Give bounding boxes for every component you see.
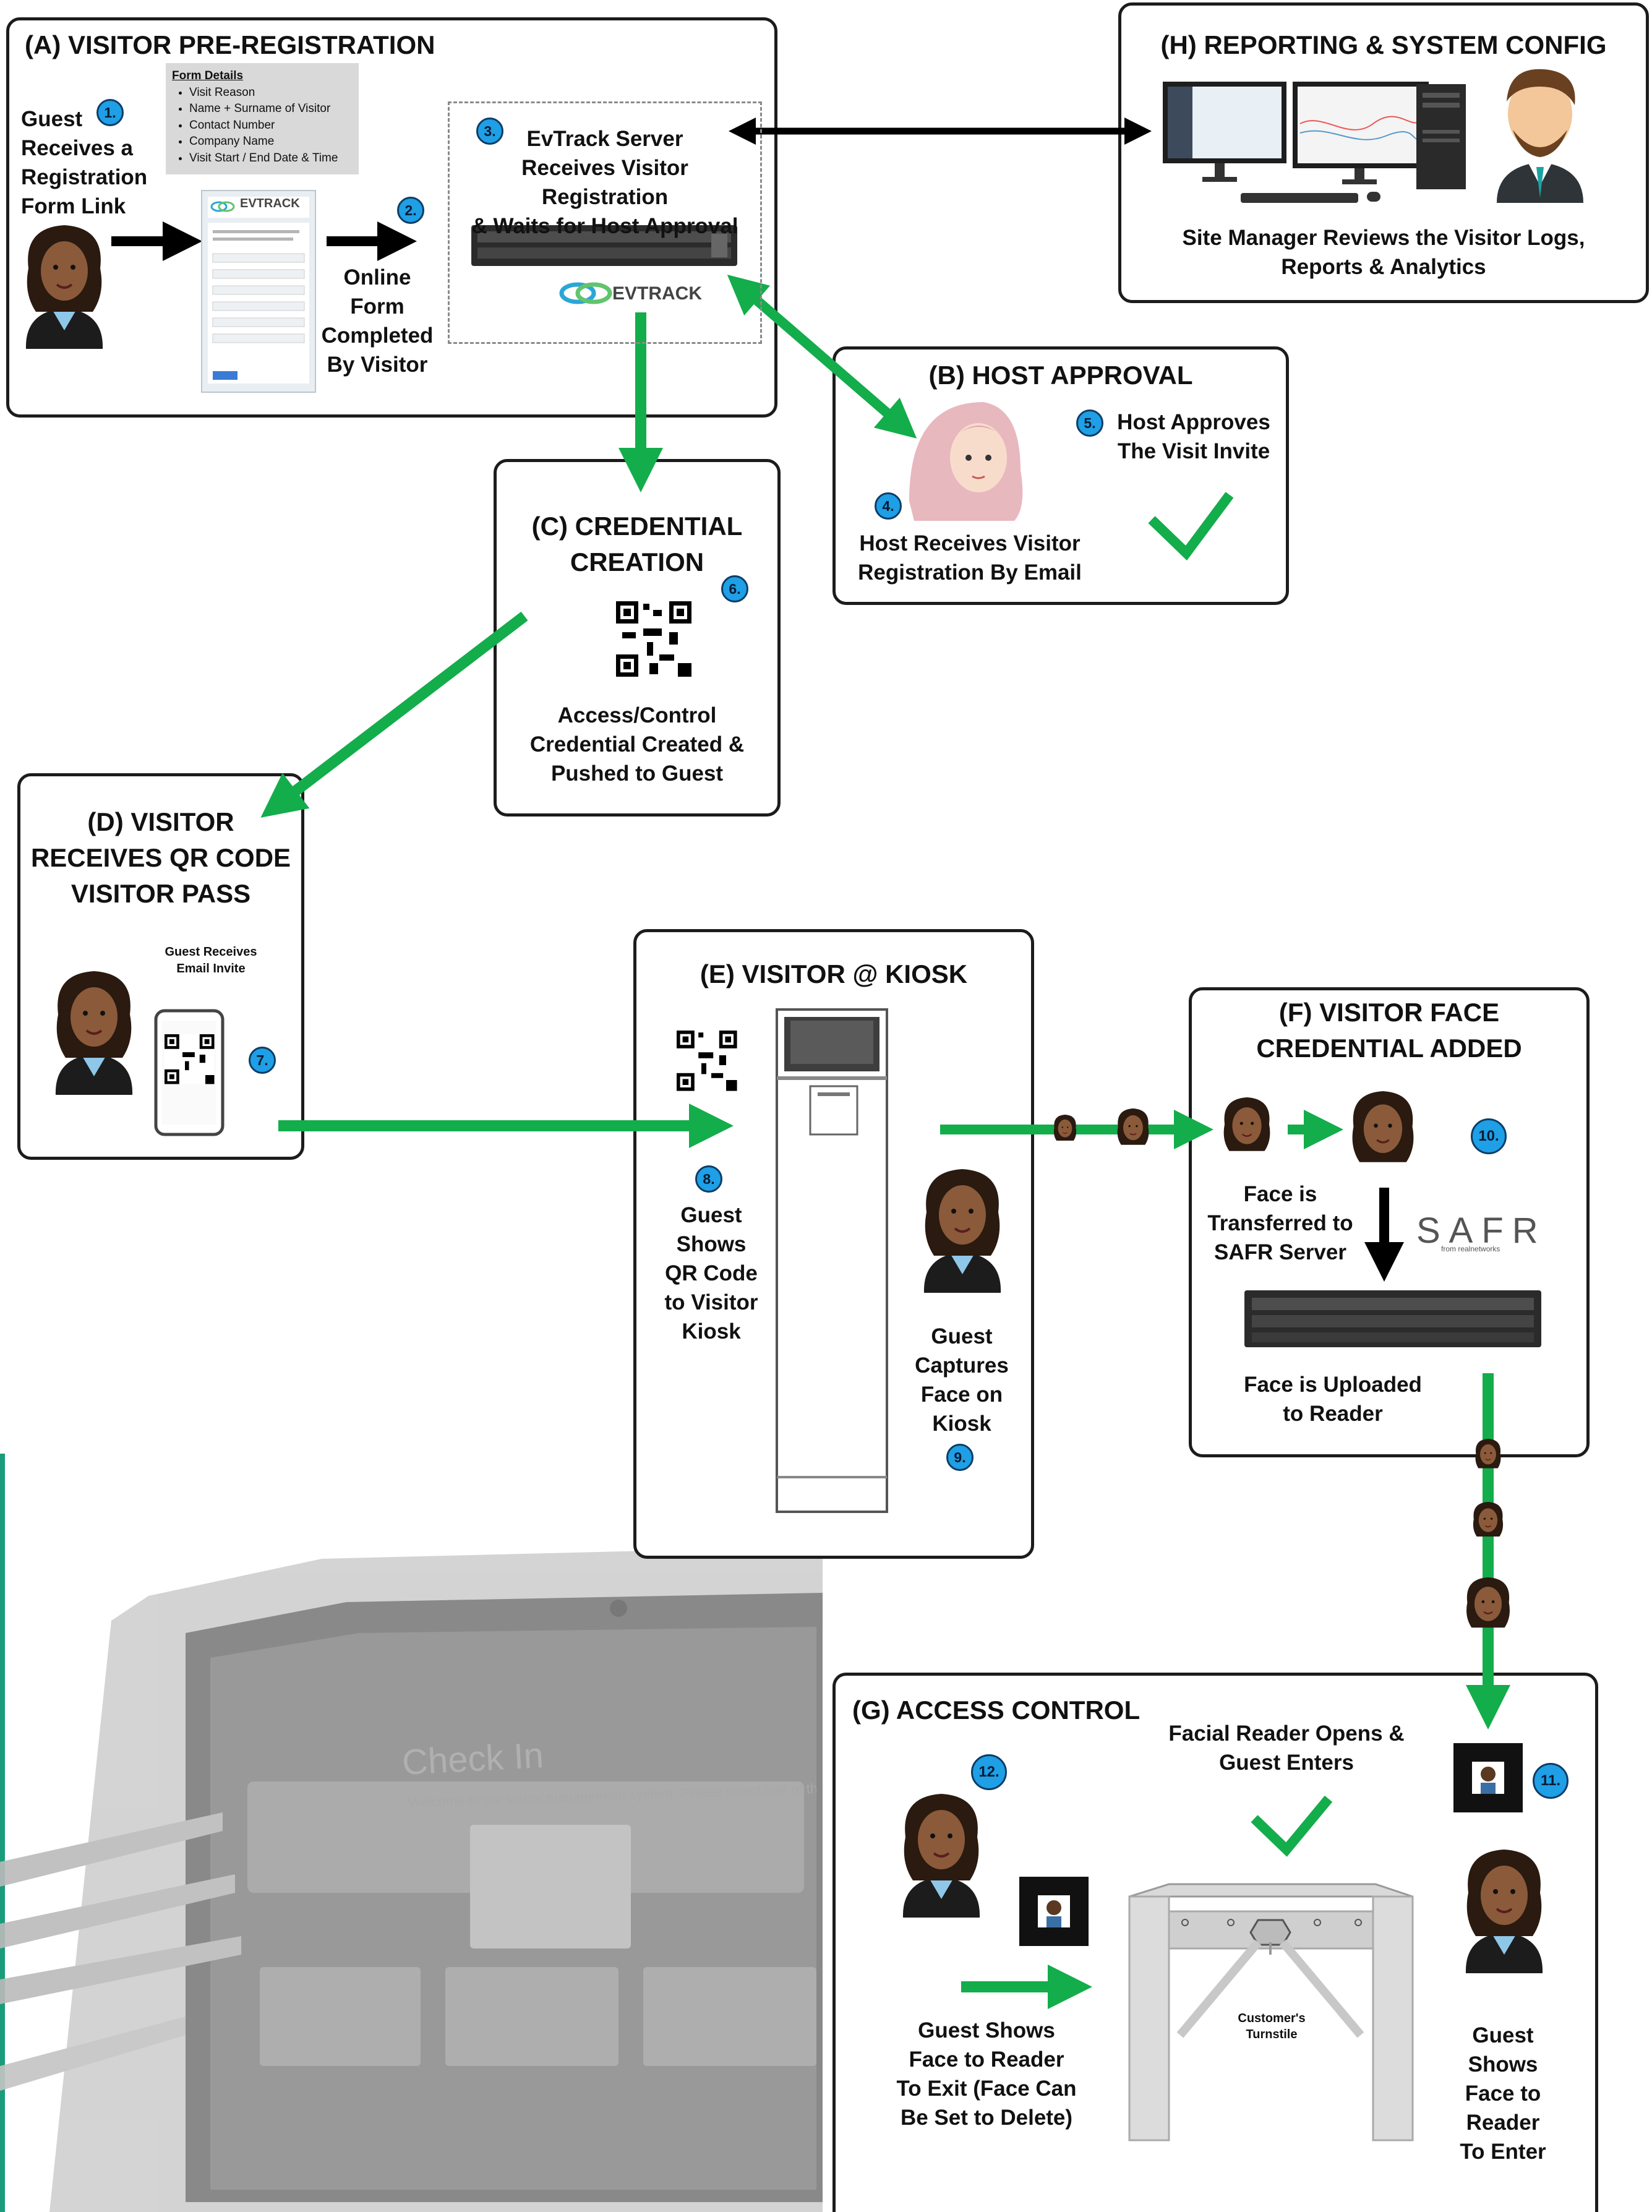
step-badge-10: 10. <box>1471 1118 1507 1154</box>
guest-avatar <box>1464 1848 1544 1974</box>
panel-a-pre-registration <box>6 17 777 418</box>
step-badge-4: 4. <box>875 492 902 520</box>
face-uploaded-text: Face is Uploaded to Reader <box>1244 1373 1422 1426</box>
guest-face-icon <box>1351 1090 1415 1164</box>
qr-code-icon <box>616 601 691 677</box>
step-badge-12: 12. <box>971 1754 1007 1790</box>
guest-shows-qr-text: Guest Shows QR Code to Visitor Kiosk <box>664 1203 758 1344</box>
step-badge-7: 7. <box>249 1047 276 1074</box>
qr-code-icon <box>677 1031 737 1091</box>
qr-code-icon <box>165 1034 215 1084</box>
step-badge-3: 3. <box>476 118 503 145</box>
site-manager-avatar <box>1497 69 1583 203</box>
panel-d-visitor-pass <box>17 773 304 1160</box>
panel-d-title: (D) VISITOR RECEIVES QR CODE VISITOR PAS… <box>30 807 291 908</box>
safr-logo-sub: from realnetworks <box>1441 1245 1500 1253</box>
step-badge-2: 2. <box>397 197 424 224</box>
guest-avatar <box>922 1168 1003 1294</box>
panel-b-title: (B) HOST APPROVAL <box>928 361 1193 390</box>
server-receives-text: EvTrack Server Receives Visitor Registra… <box>471 127 738 238</box>
guest-avatar <box>54 970 134 1096</box>
form-logo-text: EVTRACK <box>240 197 300 210</box>
step-badge-11: 11. <box>1533 1763 1569 1799</box>
panel-e-title: (E) VISITOR @ KIOSK <box>700 959 968 988</box>
server-dashed-box <box>448 101 762 344</box>
step-badge-6: 6. <box>721 575 748 602</box>
server-icon <box>471 225 737 266</box>
step-badge-5: 5. <box>1076 409 1103 437</box>
evtrack-logo-icon <box>559 282 612 304</box>
step-badge-8: 8. <box>695 1165 722 1193</box>
computer-monitors-icon <box>1163 82 1466 203</box>
step-badge-1: 1. <box>96 99 124 126</box>
form-details-box: Form Details Visit Reason Name + Surname… <box>166 63 359 174</box>
panel-b-host-approval <box>832 346 1289 605</box>
check-mark-icon <box>1251 1795 1333 1857</box>
guest-face-icon <box>1053 1114 1077 1141</box>
arrow-credential-to-pass <box>260 611 528 818</box>
form-detail-item: Visit Start / End Date & Time <box>189 150 353 167</box>
registration-form-icon <box>201 190 316 393</box>
panel-g-title: (G) ACCESS CONTROL <box>852 1695 1141 1725</box>
guest-face-icon <box>1473 1501 1504 1537</box>
panel-c-title: (C) CREDENTIAL CREATION <box>531 512 743 577</box>
guest-receives-link-text: Guest Receives a Registration Form Link <box>21 107 148 218</box>
form-details-list: Visit Reason Name + Surname of Visitor C… <box>172 85 353 167</box>
face-reader-icon <box>1019 1877 1089 1946</box>
credential-created-text: Access/Control Credential Created & Push… <box>529 703 745 786</box>
form-detail-item: Visit Reason <box>189 85 353 101</box>
server-icon <box>1244 1290 1541 1347</box>
check-mark-icon <box>1148 492 1234 561</box>
guest-enter-text: Guest Shows Face to Reader To Enter <box>1460 2023 1546 2164</box>
form-detail-item: Contact Number <box>189 118 353 134</box>
guest-exit-text: Guest Shows Face to Reader To Exit (Face… <box>896 2018 1077 2130</box>
step-badge-9: 9. <box>946 1444 974 1471</box>
turnstile-icon <box>1128 1883 1414 2141</box>
guest-avatar <box>24 224 105 350</box>
panel-f-title: (F) VISITOR FACE CREDENTIAL ADDED <box>1256 998 1522 1063</box>
site-manager-text: Site Manager Reviews the Visitor Logs, R… <box>1182 226 1585 279</box>
guest-captures-face-text: Guest Captures Face on Kiosk <box>915 1324 1009 1436</box>
panel-a-title: (A) VISITOR PRE-REGISTRATION <box>25 30 435 59</box>
guest-face-icon <box>1223 1096 1271 1152</box>
guest-face-icon <box>1474 1438 1502 1469</box>
form-details-heading: Form Details <box>172 69 244 82</box>
host-approves-text: Host Approves The Visit Invite <box>1117 410 1270 463</box>
turnstile-label: Customer's Turnstile <box>1238 2012 1306 2041</box>
host-avatar <box>909 402 1023 521</box>
safr-logo: SAFR <box>1416 1211 1547 1251</box>
guest-avatar <box>901 1793 982 1919</box>
form-detail-item: Name + Surname of Visitor <box>189 101 353 118</box>
guest-face-icon <box>1465 1576 1511 1629</box>
reader-opens-text: Facial Reader Opens & Guest Enters <box>1168 1721 1405 1775</box>
guest-face-icon <box>1116 1108 1150 1146</box>
visitor-kiosk-icon <box>776 1008 888 1513</box>
face-transferred-text: Face is Transferred to SAFR Server <box>1207 1182 1353 1264</box>
guest-receives-email-text: Guest Receives Email Invite <box>165 945 257 975</box>
face-reader-icon <box>1453 1743 1523 1812</box>
form-detail-item: Company Name <box>189 134 353 150</box>
server-logo-text: EVTRACK <box>612 283 703 304</box>
host-receives-text: Host Receives Visitor Registration By Em… <box>858 531 1082 585</box>
arrow-host-server <box>738 283 917 439</box>
panel-h-title: (H) REPORTING & SYSTEM CONFIG <box>1160 30 1607 59</box>
online-form-completed-text: Online Form Completed By Visitor <box>321 265 434 377</box>
